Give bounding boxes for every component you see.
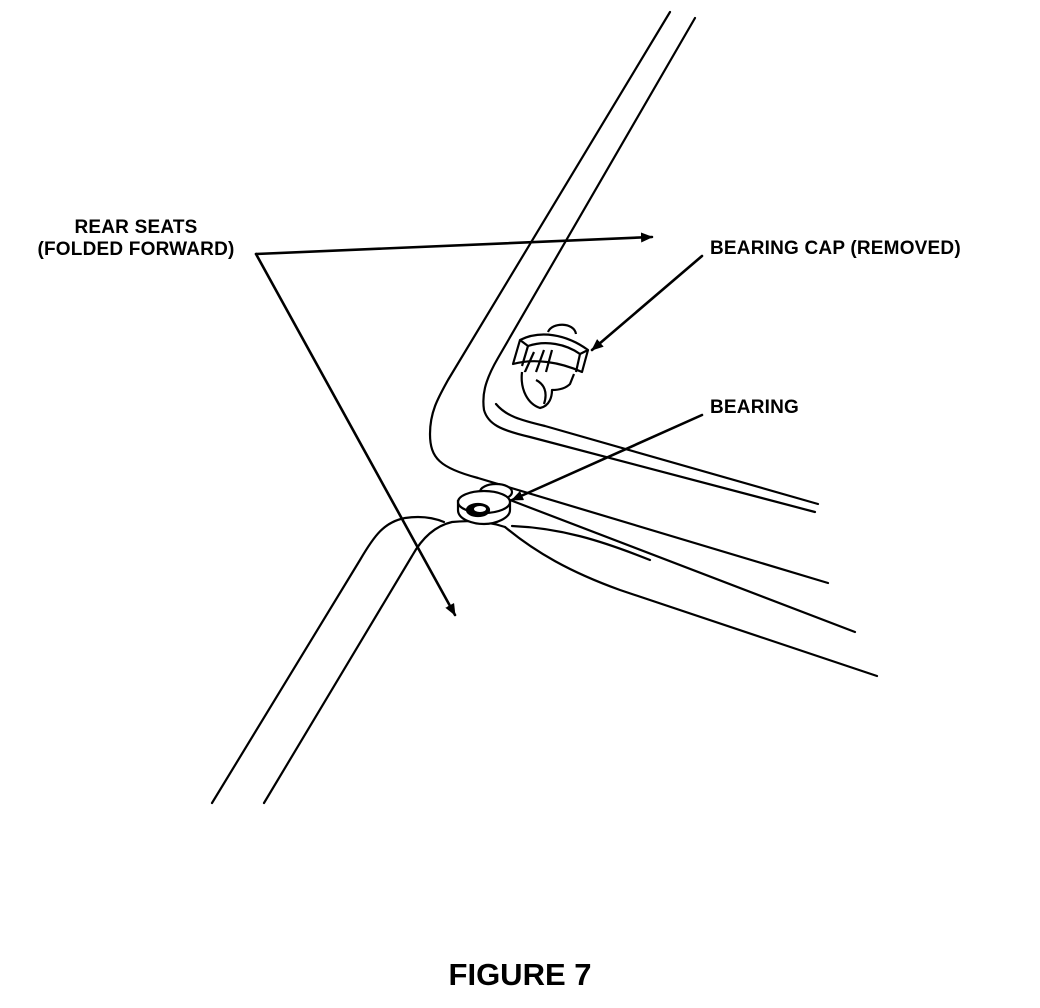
arrow-bearing bbox=[510, 413, 704, 502]
lower-seat-top-edge bbox=[510, 524, 652, 562]
rear-seats-label-line2: (FOLDED FORWARD) bbox=[37, 239, 235, 260]
rear-seats-label-line1: REAR SEATS bbox=[74, 217, 198, 238]
lower-seat-outer-edge bbox=[210, 515, 446, 805]
figure-title: FIGURE 7 bbox=[448, 957, 592, 992]
arrow-rear-seat-lower bbox=[254, 252, 457, 617]
upper-seat-outline bbox=[428, 10, 857, 634]
rear-seats-label: REAR SEATS (FOLDED FORWARD) bbox=[16, 217, 256, 261]
bearing-cap-label: BEARING CAP (REMOVED) bbox=[710, 238, 961, 259]
upper-seat-back-outer-edge bbox=[428, 10, 830, 585]
arrow-bearing-cap bbox=[590, 254, 704, 352]
lower-seat-inner-edge bbox=[262, 520, 507, 805]
bearing-part bbox=[456, 482, 514, 526]
bearing-cap-part bbox=[511, 323, 590, 410]
arrow-rear-seat-upper bbox=[254, 232, 654, 256]
callout-arrows bbox=[254, 232, 704, 617]
upper-seat-bottom-edge bbox=[508, 498, 857, 634]
upper-seat-inner-edge-double bbox=[494, 402, 820, 506]
bearing-label: BEARING bbox=[710, 397, 800, 418]
lower-seat-outline bbox=[210, 515, 879, 805]
lower-seat-cushion-edge bbox=[503, 525, 879, 678]
upper-seat-back-inner-edge bbox=[482, 16, 817, 514]
